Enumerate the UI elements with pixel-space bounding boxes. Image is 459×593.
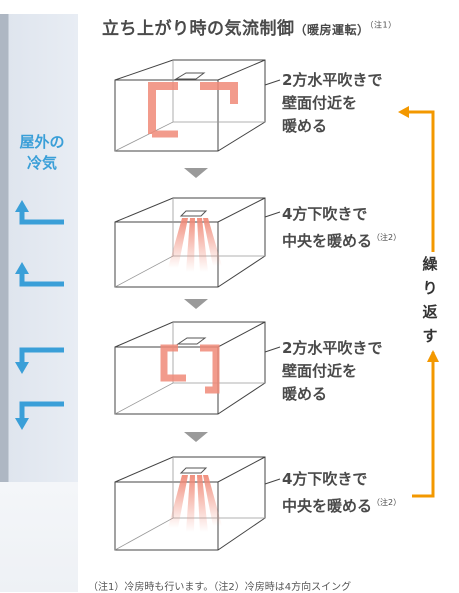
stage-2-description: 4方下吹きで 中央を暖める（注2） xyxy=(282,205,402,250)
step-arrow-icon xyxy=(184,432,208,442)
warm-airflow-stage-3 xyxy=(160,344,220,394)
warm-airflow-stage-4 xyxy=(168,475,222,532)
page-title: 立ち上がり時の気流制御（暖房運転）（注1） xyxy=(102,19,397,39)
cold-air-arrow-icon xyxy=(19,401,64,420)
cold-air-arrow-icon xyxy=(19,210,64,225)
step-arrow-icon xyxy=(184,299,208,309)
repeat-arrowhead-icon xyxy=(398,106,409,118)
step-arrow-icon xyxy=(184,168,208,178)
cold-air-arrow-icon xyxy=(19,272,64,287)
repeat-arrowhead-icon xyxy=(427,350,439,362)
outside-air-panel xyxy=(0,14,78,592)
room-stage-1 xyxy=(114,59,266,152)
cold-air-arrow-icon xyxy=(19,347,64,364)
footnote: （注1）冷房時も行います。（注2）冷房時は4方向スイング xyxy=(88,582,352,593)
stage-4-description: 4方下吹きで 中央を暖める（注2） xyxy=(282,470,402,515)
outside-cold-air-label: 屋外の 冷気 xyxy=(19,133,65,172)
repeat-arrow-icon xyxy=(402,110,435,498)
warm-airflow-stage-1 xyxy=(148,82,238,138)
repeat-label: 繰 り 返 す xyxy=(420,252,440,348)
room-stage-3 xyxy=(114,321,266,415)
stage-1-description: 2方水平吹きで 壁面付近を 暖める xyxy=(282,71,383,135)
warm-airflow-stage-2 xyxy=(168,218,222,272)
ground-area xyxy=(0,482,78,592)
stage-3-description: 2方水平吹きで 壁面付近を 暖める xyxy=(282,339,383,403)
